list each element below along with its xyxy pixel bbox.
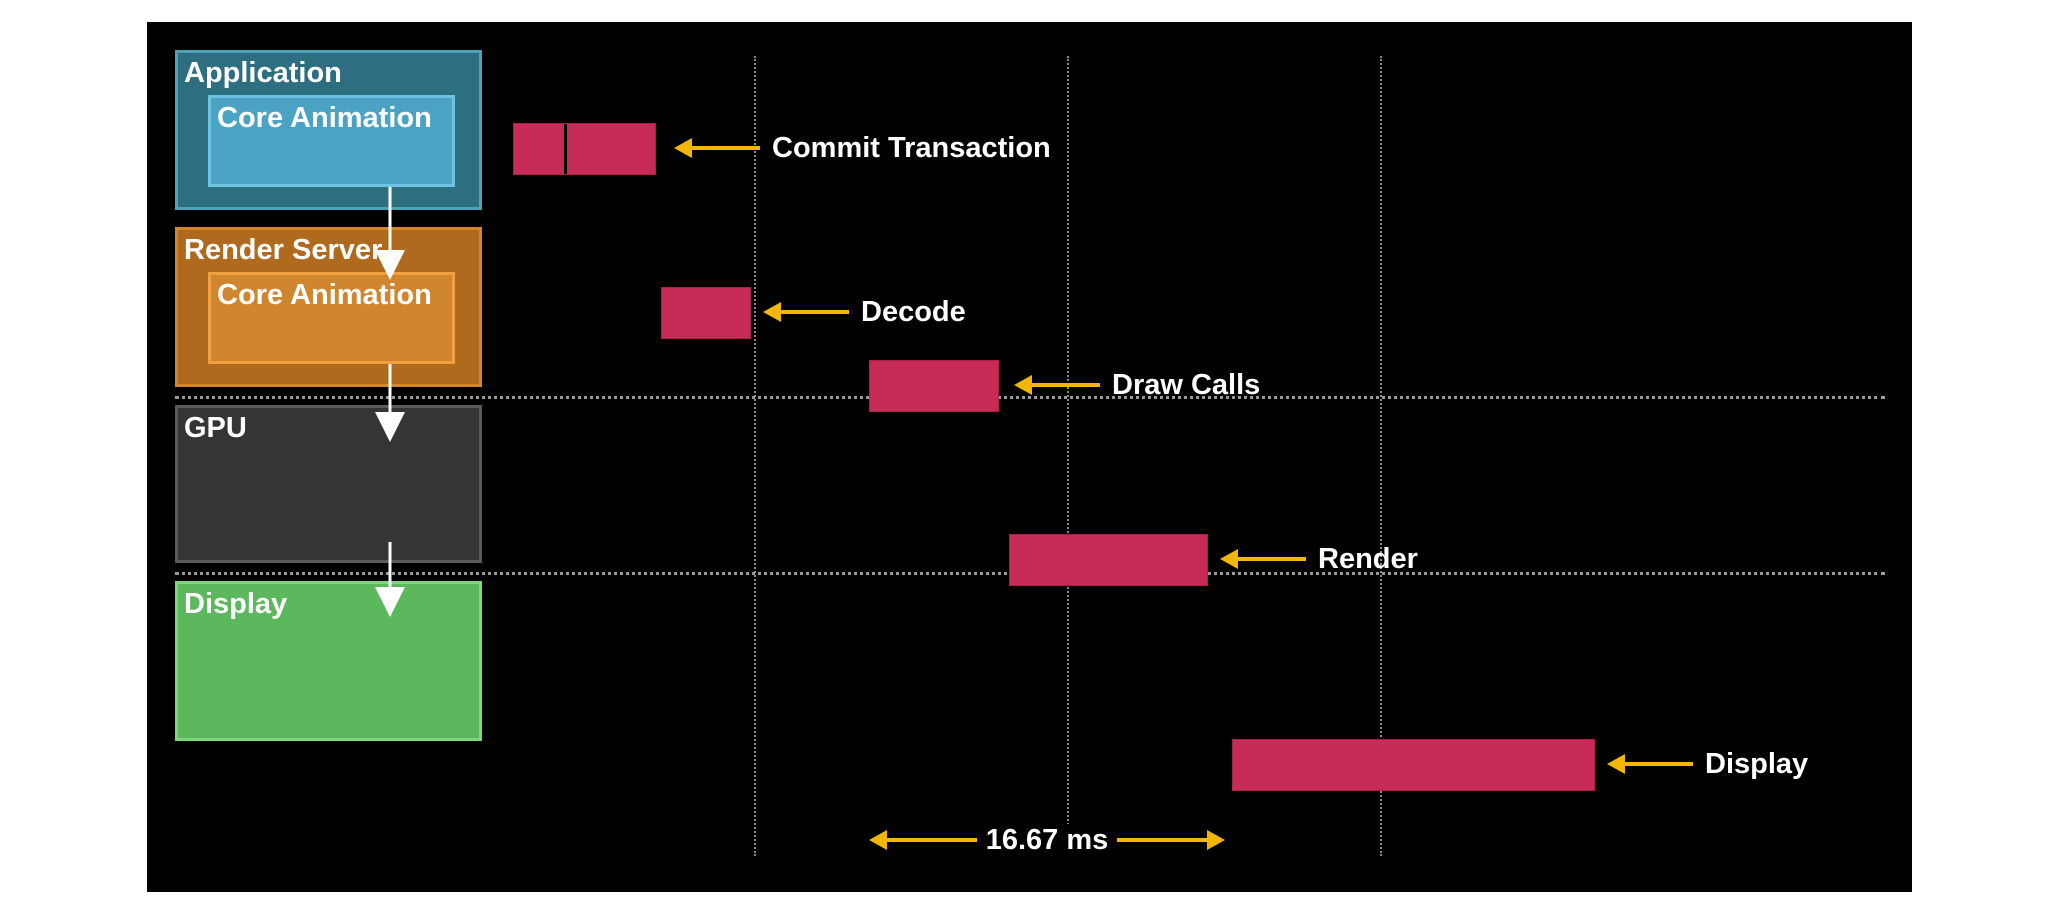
task-bar-render bbox=[1009, 534, 1208, 586]
stage-render-server-label: Render Server bbox=[184, 234, 383, 266]
task-bar-commit-transaction bbox=[513, 123, 656, 175]
task-bar-display bbox=[1232, 739, 1595, 791]
double-arrow-icon bbox=[869, 830, 1225, 850]
callout-label: Decode bbox=[861, 296, 966, 328]
callout-render: Render bbox=[1218, 539, 1478, 579]
task-bar-draw-calls bbox=[869, 360, 999, 412]
arrow-left-icon bbox=[674, 138, 760, 158]
stage-display-label: Display bbox=[184, 588, 288, 620]
core-animation-render-label: Core Animation bbox=[217, 279, 432, 311]
core-animation-app-box: Core Animation bbox=[208, 95, 455, 187]
stage-gpu: GPU bbox=[175, 405, 482, 563]
callout-label: Render bbox=[1318, 543, 1418, 575]
callout-display: Display bbox=[1605, 744, 1885, 784]
core-animation-app-label: Core Animation bbox=[217, 102, 432, 134]
stage-gpu-label: GPU bbox=[184, 412, 247, 444]
frame-interval-label: 16.67 ms bbox=[977, 824, 1117, 856]
core-animation-render-box: Core Animation bbox=[208, 272, 455, 364]
diagram-canvas: Application Core Animation Render Server… bbox=[147, 22, 1912, 892]
task-bar-commit-divider bbox=[564, 124, 567, 174]
callout-commit-transaction: Commit Transaction bbox=[672, 128, 1092, 168]
frame-boundary-1 bbox=[754, 56, 756, 856]
callout-label: Commit Transaction bbox=[772, 132, 1051, 164]
callout-draw-calls: Draw Calls bbox=[1012, 365, 1272, 405]
stage-display: Display bbox=[175, 581, 482, 741]
arrow-left-icon bbox=[1220, 549, 1306, 569]
arrow-left-icon bbox=[1014, 375, 1100, 395]
lane-separator-gpu bbox=[175, 396, 1885, 399]
frame-boundary-3 bbox=[1380, 56, 1382, 856]
frame-interval-measure: 16.67 ms bbox=[867, 820, 1227, 860]
flow-arrows bbox=[375, 187, 405, 617]
task-bar-decode bbox=[661, 287, 751, 339]
stage-application: Application Core Animation bbox=[175, 50, 482, 210]
callout-label: Display bbox=[1705, 748, 1809, 780]
stage-render-server: Render Server Core Animation bbox=[175, 227, 482, 387]
arrow-left-icon bbox=[763, 302, 849, 322]
callout-label: Draw Calls bbox=[1112, 369, 1261, 401]
callout-decode: Decode bbox=[761, 292, 1021, 332]
frame-boundary-2 bbox=[1067, 56, 1069, 856]
stage-application-label: Application bbox=[184, 57, 342, 89]
arrow-left-icon bbox=[1607, 754, 1693, 774]
